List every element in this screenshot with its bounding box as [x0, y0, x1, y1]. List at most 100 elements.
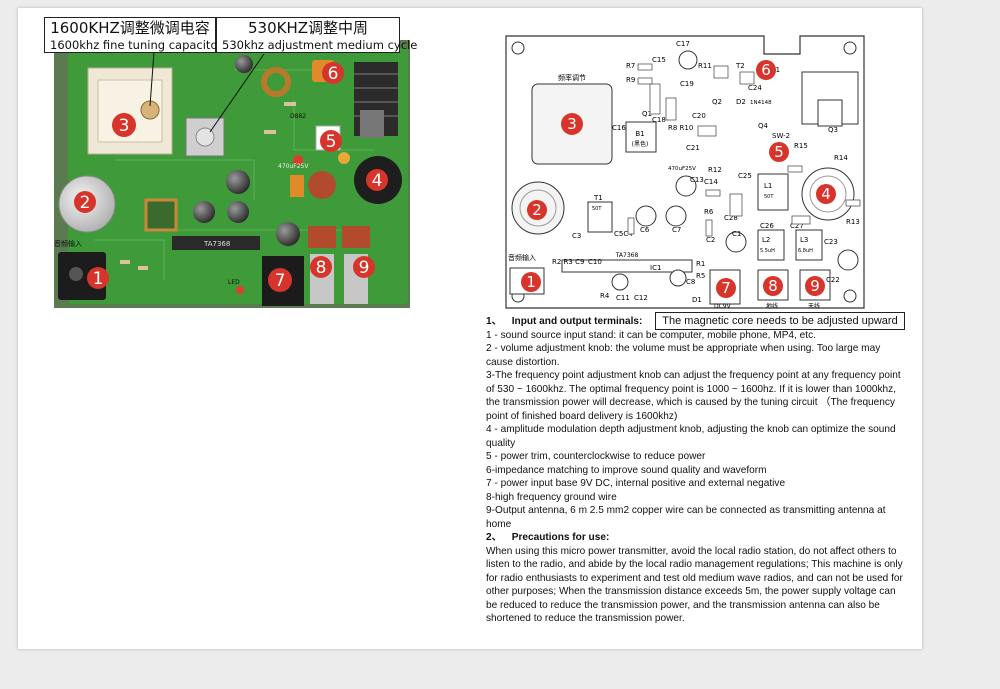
svg-text:C3: C3	[572, 232, 581, 240]
callout-530khz: 530KHZ调整中周 530khz adjustment medium cycl…	[216, 17, 418, 53]
svg-text:C16: C16	[612, 124, 626, 132]
svg-text:Q2: Q2	[712, 98, 722, 106]
svg-text:C19: C19	[680, 80, 694, 88]
item-4: 4 - amplitude modulation depth adjustmen…	[486, 424, 896, 449]
svg-text:6.8uH: 6.8uH	[798, 248, 813, 254]
svg-text:频率调节: 频率调节	[558, 73, 586, 82]
svg-text:L3: L3	[800, 236, 808, 244]
item-6: 6-impedance matching to improve sound qu…	[486, 464, 767, 476]
photo-marker-4: 4	[366, 169, 388, 191]
section-1-heading: 1、Input and output terminals:	[486, 315, 906, 329]
svg-text:音频输入: 音频输入	[508, 253, 536, 262]
svg-text:L2: L2	[762, 236, 770, 244]
svg-text:Q3: Q3	[828, 126, 838, 134]
precautions-paragraph: When using this micro power transmitter,…	[486, 545, 903, 625]
svg-text:8: 8	[768, 277, 778, 295]
schem-marker-3: 3	[561, 113, 583, 135]
svg-text:C17: C17	[676, 40, 690, 48]
item-9: 9-Output antenna, 6 m 2.5 mm2 copper wir…	[486, 505, 886, 530]
svg-text:6: 6	[328, 64, 339, 84]
svg-text:DC9V: DC9V	[714, 303, 732, 310]
svg-text:C14: C14	[704, 178, 718, 186]
svg-text:9: 9	[810, 277, 820, 295]
svg-text:C21: C21	[686, 144, 700, 152]
svg-text:C12: C12	[634, 294, 648, 302]
svg-text:C18: C18	[652, 116, 666, 124]
svg-text:C13: C13	[690, 176, 704, 184]
photo-marker-6: 6	[322, 62, 344, 84]
callout-530khz-zh: 530KHZ调整中周	[247, 19, 369, 37]
svg-text:TA7368: TA7368	[203, 240, 230, 248]
section-2-number: 2、	[486, 532, 502, 543]
silkscreen-graphic: 频率调节 B1 (黑色) Q3 音频输入 TA7368 IC1 DC9V 地线 …	[505, 35, 865, 310]
photo-marker-7: 7	[268, 268, 292, 292]
callout-530khz-en: 530khz adjustment medium cycle	[222, 37, 418, 52]
svg-text:5: 5	[326, 132, 337, 152]
pcb-photo: 1 2 3 4 5 6 7 8 9 音频输入 TA7368 470uF25V L…	[54, 40, 410, 308]
svg-text:2: 2	[80, 193, 91, 213]
svg-text:R4: R4	[600, 292, 610, 300]
svg-text:天线: 天线	[808, 302, 820, 310]
callout-1600khz-en: 1600khz fine tuning capacitor	[50, 37, 223, 52]
schem-marker-2: 2	[527, 200, 547, 220]
schem-marker-9: 9	[805, 276, 825, 296]
svg-text:C7: C7	[672, 226, 681, 234]
svg-text:R7: R7	[626, 62, 635, 70]
svg-text:4: 4	[372, 171, 383, 191]
svg-text:50T: 50T	[592, 206, 602, 212]
svg-text:C11: C11	[616, 294, 630, 302]
svg-text:1N4148: 1N4148	[750, 100, 772, 106]
pcb-silkscreen-diagram: 频率调节 B1 (黑色) Q3 音频输入 TA7368 IC1 DC9V 地线 …	[500, 32, 868, 310]
svg-text:C10: C10	[588, 258, 602, 266]
svg-text:R15: R15	[794, 142, 808, 150]
svg-text:R13: R13	[846, 218, 860, 226]
svg-text:3: 3	[567, 115, 577, 133]
svg-text:7: 7	[275, 271, 286, 291]
svg-text:5.5uH: 5.5uH	[760, 248, 775, 254]
svg-text:C22: C22	[826, 276, 840, 284]
svg-text:T2: T2	[735, 62, 745, 70]
svg-text:C15: C15	[652, 56, 666, 64]
svg-text:D882: D882	[290, 113, 306, 120]
section-2-heading: 2、Precautions for use:	[486, 531, 906, 545]
svg-text:R6: R6	[704, 208, 714, 216]
photo-marker-5: 5	[320, 130, 342, 152]
svg-text:C23: C23	[824, 238, 838, 246]
svg-text:9: 9	[359, 258, 370, 278]
section-1-title: Input and output terminals:	[511, 316, 643, 327]
svg-text:R9: R9	[626, 76, 635, 84]
schem-marker-6: 6	[756, 60, 776, 80]
svg-text:音频输入: 音频输入	[54, 239, 82, 248]
svg-text:R8 R10: R8 R10	[668, 124, 693, 132]
schem-marker-5: 5	[769, 142, 789, 162]
svg-text:B1: B1	[635, 130, 644, 138]
svg-text:L1: L1	[764, 182, 772, 190]
svg-text:IC1: IC1	[650, 264, 661, 272]
svg-text:R14: R14	[834, 154, 848, 162]
svg-text:C28: C28	[724, 214, 738, 222]
svg-text:D2: D2	[736, 98, 746, 106]
svg-text:C8: C8	[686, 278, 695, 286]
svg-text:SW-2: SW-2	[772, 132, 790, 140]
svg-text:R11: R11	[698, 62, 712, 70]
schem-marker-8: 8	[763, 276, 783, 296]
svg-text:R2 R3 C9: R2 R3 C9	[552, 258, 584, 266]
svg-text:C1: C1	[732, 230, 741, 238]
callout-1600khz-zh: 1600KHZ调整微调电容	[50, 19, 210, 37]
magnetic-core-note: The magnetic core needs to be adjusted u…	[655, 312, 905, 330]
schem-marker-1: 1	[521, 272, 541, 292]
svg-text:8: 8	[316, 258, 327, 278]
photo-marker-9: 9	[353, 256, 375, 278]
svg-text:C27: C27	[790, 222, 804, 230]
svg-text:6: 6	[761, 61, 771, 79]
item-3: 3-The frequency point adjustment knob ca…	[486, 370, 901, 422]
svg-text:7: 7	[721, 279, 731, 297]
svg-text:T1: T1	[593, 194, 603, 202]
svg-text:D1: D1	[692, 296, 702, 304]
svg-text:470uF25V: 470uF25V	[668, 166, 696, 172]
photo-marker-2: 2	[74, 191, 96, 213]
svg-text:4: 4	[821, 185, 831, 203]
svg-text:C20: C20	[692, 112, 706, 120]
pcb-photo-graphic: 1 2 3 4 5 6 7 8 9 音频输入 TA7368 470uF25V L…	[54, 40, 410, 308]
photo-marker-3: 3	[112, 113, 136, 137]
